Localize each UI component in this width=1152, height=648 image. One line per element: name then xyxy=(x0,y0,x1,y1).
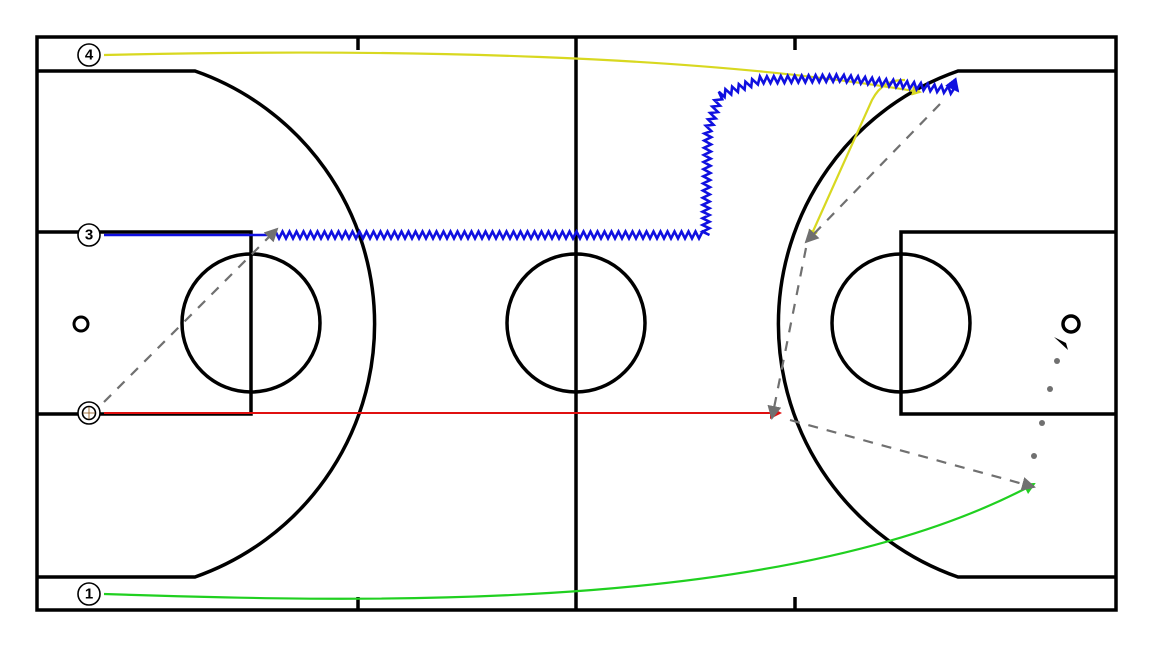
pass-4 xyxy=(789,418,1036,491)
player-3[interactable]: 3 xyxy=(77,223,101,247)
player-1-label: 1 xyxy=(85,586,93,603)
actions xyxy=(103,51,1068,600)
hoop-right xyxy=(1061,314,1081,334)
shot-path xyxy=(1031,337,1068,459)
three-point-line-right xyxy=(776,69,1116,579)
key-left xyxy=(37,230,253,416)
player-1[interactable]: 1 xyxy=(77,582,101,606)
cut-path-player-1 xyxy=(103,483,1036,600)
center-circle xyxy=(505,252,647,394)
player-3-label: 3 xyxy=(85,227,93,244)
players: 4 3 1 xyxy=(77,43,101,606)
free-throw-circle-right xyxy=(830,252,972,394)
player-4-label: 4 xyxy=(85,47,94,64)
player-ball-handler[interactable] xyxy=(77,401,101,425)
player-4[interactable]: 4 xyxy=(77,43,101,67)
hoop-left xyxy=(72,315,90,333)
pass-1 xyxy=(103,227,279,403)
free-throw-circle-left xyxy=(180,252,322,394)
pass-3 xyxy=(767,247,808,420)
pass-2 xyxy=(804,103,941,244)
key-right xyxy=(899,230,1116,416)
dribble-path-player-3 xyxy=(270,71,960,242)
court xyxy=(35,35,1118,612)
shot-arrow-icon xyxy=(1054,337,1068,350)
three-point-line-left xyxy=(37,69,377,579)
